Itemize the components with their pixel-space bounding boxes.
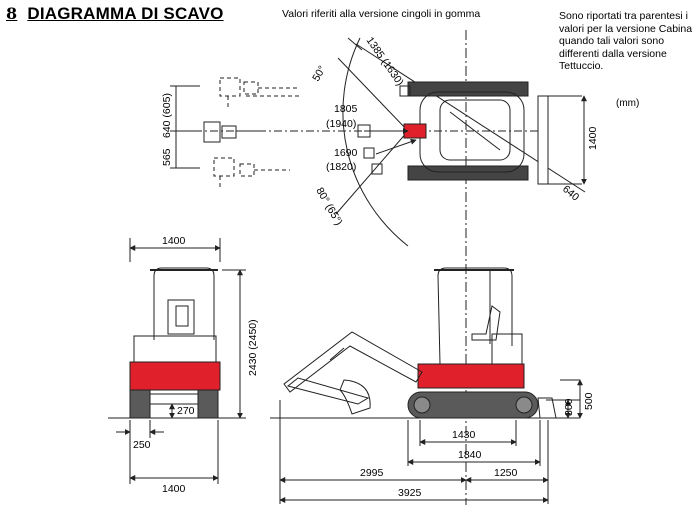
boom	[283, 331, 423, 393]
label-track-length: 1430	[452, 429, 476, 441]
angle-line-left	[337, 57, 409, 132]
radius-tick	[347, 37, 363, 51]
label-rear-length: 1250	[494, 467, 518, 479]
boom-cylinder	[329, 347, 345, 361]
page-title: DIAGRAMMA DI SCAVO	[27, 4, 224, 23]
front-track-right	[197, 389, 219, 419]
swing-radius-arc	[342, 37, 409, 247]
cab-top	[439, 99, 511, 161]
label-offset-lower: 565	[161, 148, 173, 166]
bucket-pos-far	[399, 85, 411, 97]
seat	[167, 299, 195, 335]
label-blade-height: 300	[563, 398, 575, 416]
label-reach-lower-2: (1820)	[326, 161, 356, 173]
label-front-bottom-width: 1400	[162, 483, 186, 495]
front-track-left	[129, 389, 151, 419]
label-angle-right: 80° (65°)	[313, 186, 344, 228]
section-number: 8	[6, 4, 18, 23]
label-front-height: 2430 (2450)	[247, 319, 259, 376]
label-total-length: 3925	[398, 487, 422, 499]
note-line: Sono riportati tra parentesi i	[559, 10, 688, 22]
seat-back	[175, 305, 189, 327]
front-body	[133, 335, 217, 365]
seat-side	[471, 305, 501, 341]
subtitle: Valori riferiti alla versione cingoli in…	[282, 8, 481, 20]
bucket-pos-lower	[371, 163, 383, 175]
label-reach-upper-2: (1940)	[326, 118, 356, 130]
note-line: differenti dalla versione	[559, 47, 667, 60]
label-track: 250	[133, 439, 151, 451]
cab-detail	[449, 111, 501, 151]
upper-body-red	[417, 363, 525, 389]
section-heading: 8 DIAGRAMMA DI SCAVO	[6, 4, 224, 24]
bucket-pos-right	[363, 147, 375, 159]
label-clearance: 270	[177, 405, 195, 417]
note-line: quando tali valori sono	[559, 35, 665, 47]
side-view	[270, 267, 583, 504]
blade-side	[537, 397, 557, 419]
front-view	[108, 238, 246, 484]
offset-ghost-lower	[213, 157, 290, 188]
front-undercarriage	[149, 393, 199, 405]
track-top-lower	[407, 165, 529, 181]
label-reach-lower-1: 1690	[334, 147, 358, 159]
version-note: Sono riportati tra parentesi i valori pe…	[559, 10, 699, 73]
track-top-upper	[407, 81, 529, 97]
canopy-front	[153, 267, 215, 340]
note-line: valori per la versione Cabina	[559, 22, 693, 35]
label-tail: 640	[560, 183, 581, 204]
canopy-side	[437, 267, 513, 365]
bucket-center	[203, 121, 260, 143]
blade-top	[537, 95, 549, 185]
label-front-length: 2995	[360, 467, 384, 479]
label-offset-upper: 640 (605)	[161, 93, 173, 138]
front-red-band	[129, 361, 221, 391]
offset-ghost-upper	[219, 77, 300, 110]
note-line: Tettuccio.	[559, 60, 604, 72]
label-width: 1400	[587, 126, 599, 150]
label-blade-lift: 500	[583, 392, 595, 410]
arm	[286, 377, 370, 405]
idler	[413, 396, 431, 414]
label-reach-upper-1: 1805	[334, 103, 358, 115]
reach-leader-lower	[375, 138, 417, 155]
label-angle-left: 50°	[310, 64, 328, 84]
label-front-top-width: 1400	[162, 235, 186, 247]
sprocket	[515, 396, 533, 414]
label-radius: 1385 (1630)	[364, 35, 406, 88]
bucket	[339, 379, 371, 415]
top-view	[170, 30, 587, 505]
label-crawler-length: 1840	[458, 449, 482, 461]
unit-label: (mm)	[616, 98, 640, 109]
